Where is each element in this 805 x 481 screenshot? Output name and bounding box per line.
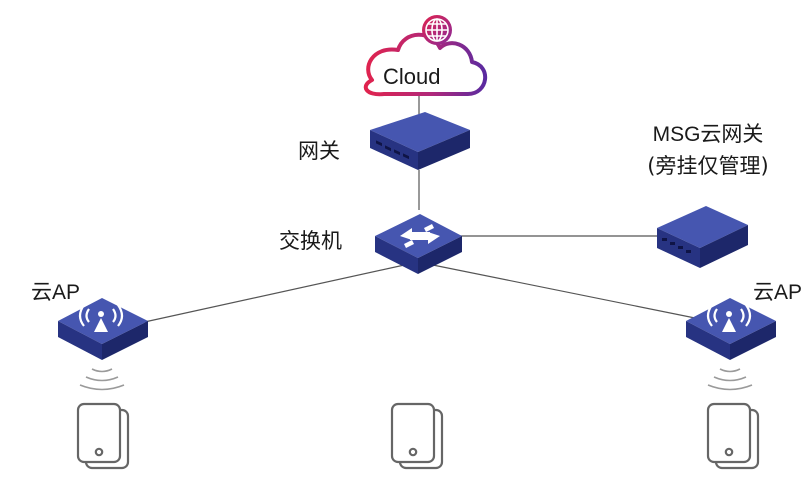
ap-right-device-icon[interactable]: [686, 298, 776, 360]
wifi-antenna-icon: [706, 304, 752, 327]
switch-device-icon[interactable]: [375, 214, 462, 274]
ap-left-device-icon[interactable]: [58, 298, 148, 360]
wireless-signal-right-icon: [707, 368, 753, 391]
phone-right-icon: [706, 402, 760, 470]
msg-gateway-label-line2: (旁挂仅管理): [647, 154, 769, 178]
switch-arrows-icon: [400, 224, 440, 248]
gateway-label: 网关: [298, 139, 340, 163]
link-switch-ap-left: [139, 261, 419, 324]
phone-center-icon: [390, 402, 444, 470]
msg-gateway-device-icon[interactable]: [657, 206, 748, 268]
msg-gateway-label-line1: MSG云网关: [652, 123, 764, 146]
ap-right-label: 云AP: [753, 281, 803, 304]
cloud-icon: [363, 15, 488, 97]
phone-left-icon: [76, 402, 130, 470]
wifi-antenna-icon: [78, 304, 124, 327]
globe-icon: [422, 15, 452, 45]
switch-label: 交换机: [279, 229, 342, 253]
link-switch-ap-right: [417, 261, 696, 319]
wireless-signal-left-icon: [79, 368, 125, 391]
cloud-label: Cloud: [383, 64, 441, 89]
connections: [139, 96, 696, 324]
ap-left-label: 云AP: [31, 281, 81, 304]
gateway-device-icon[interactable]: [370, 112, 470, 170]
